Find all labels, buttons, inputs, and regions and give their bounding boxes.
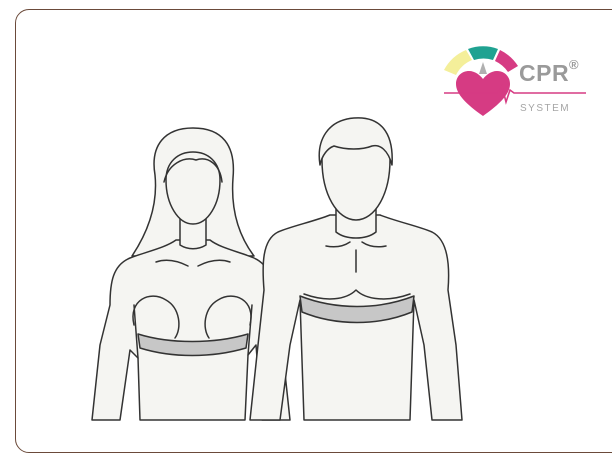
logo-brand-text: CPR [519, 60, 569, 87]
gauge-arc-teal [468, 46, 498, 60]
man-figure [250, 118, 462, 420]
gauge-needle [479, 62, 487, 74]
logo-system-text: SYSTEM [520, 103, 570, 114]
logo-registered-mark: ® [569, 57, 579, 72]
gauge-arc-magenta [495, 50, 518, 72]
cpr-system-logo: CPR ® SYSTEM [438, 44, 588, 124]
